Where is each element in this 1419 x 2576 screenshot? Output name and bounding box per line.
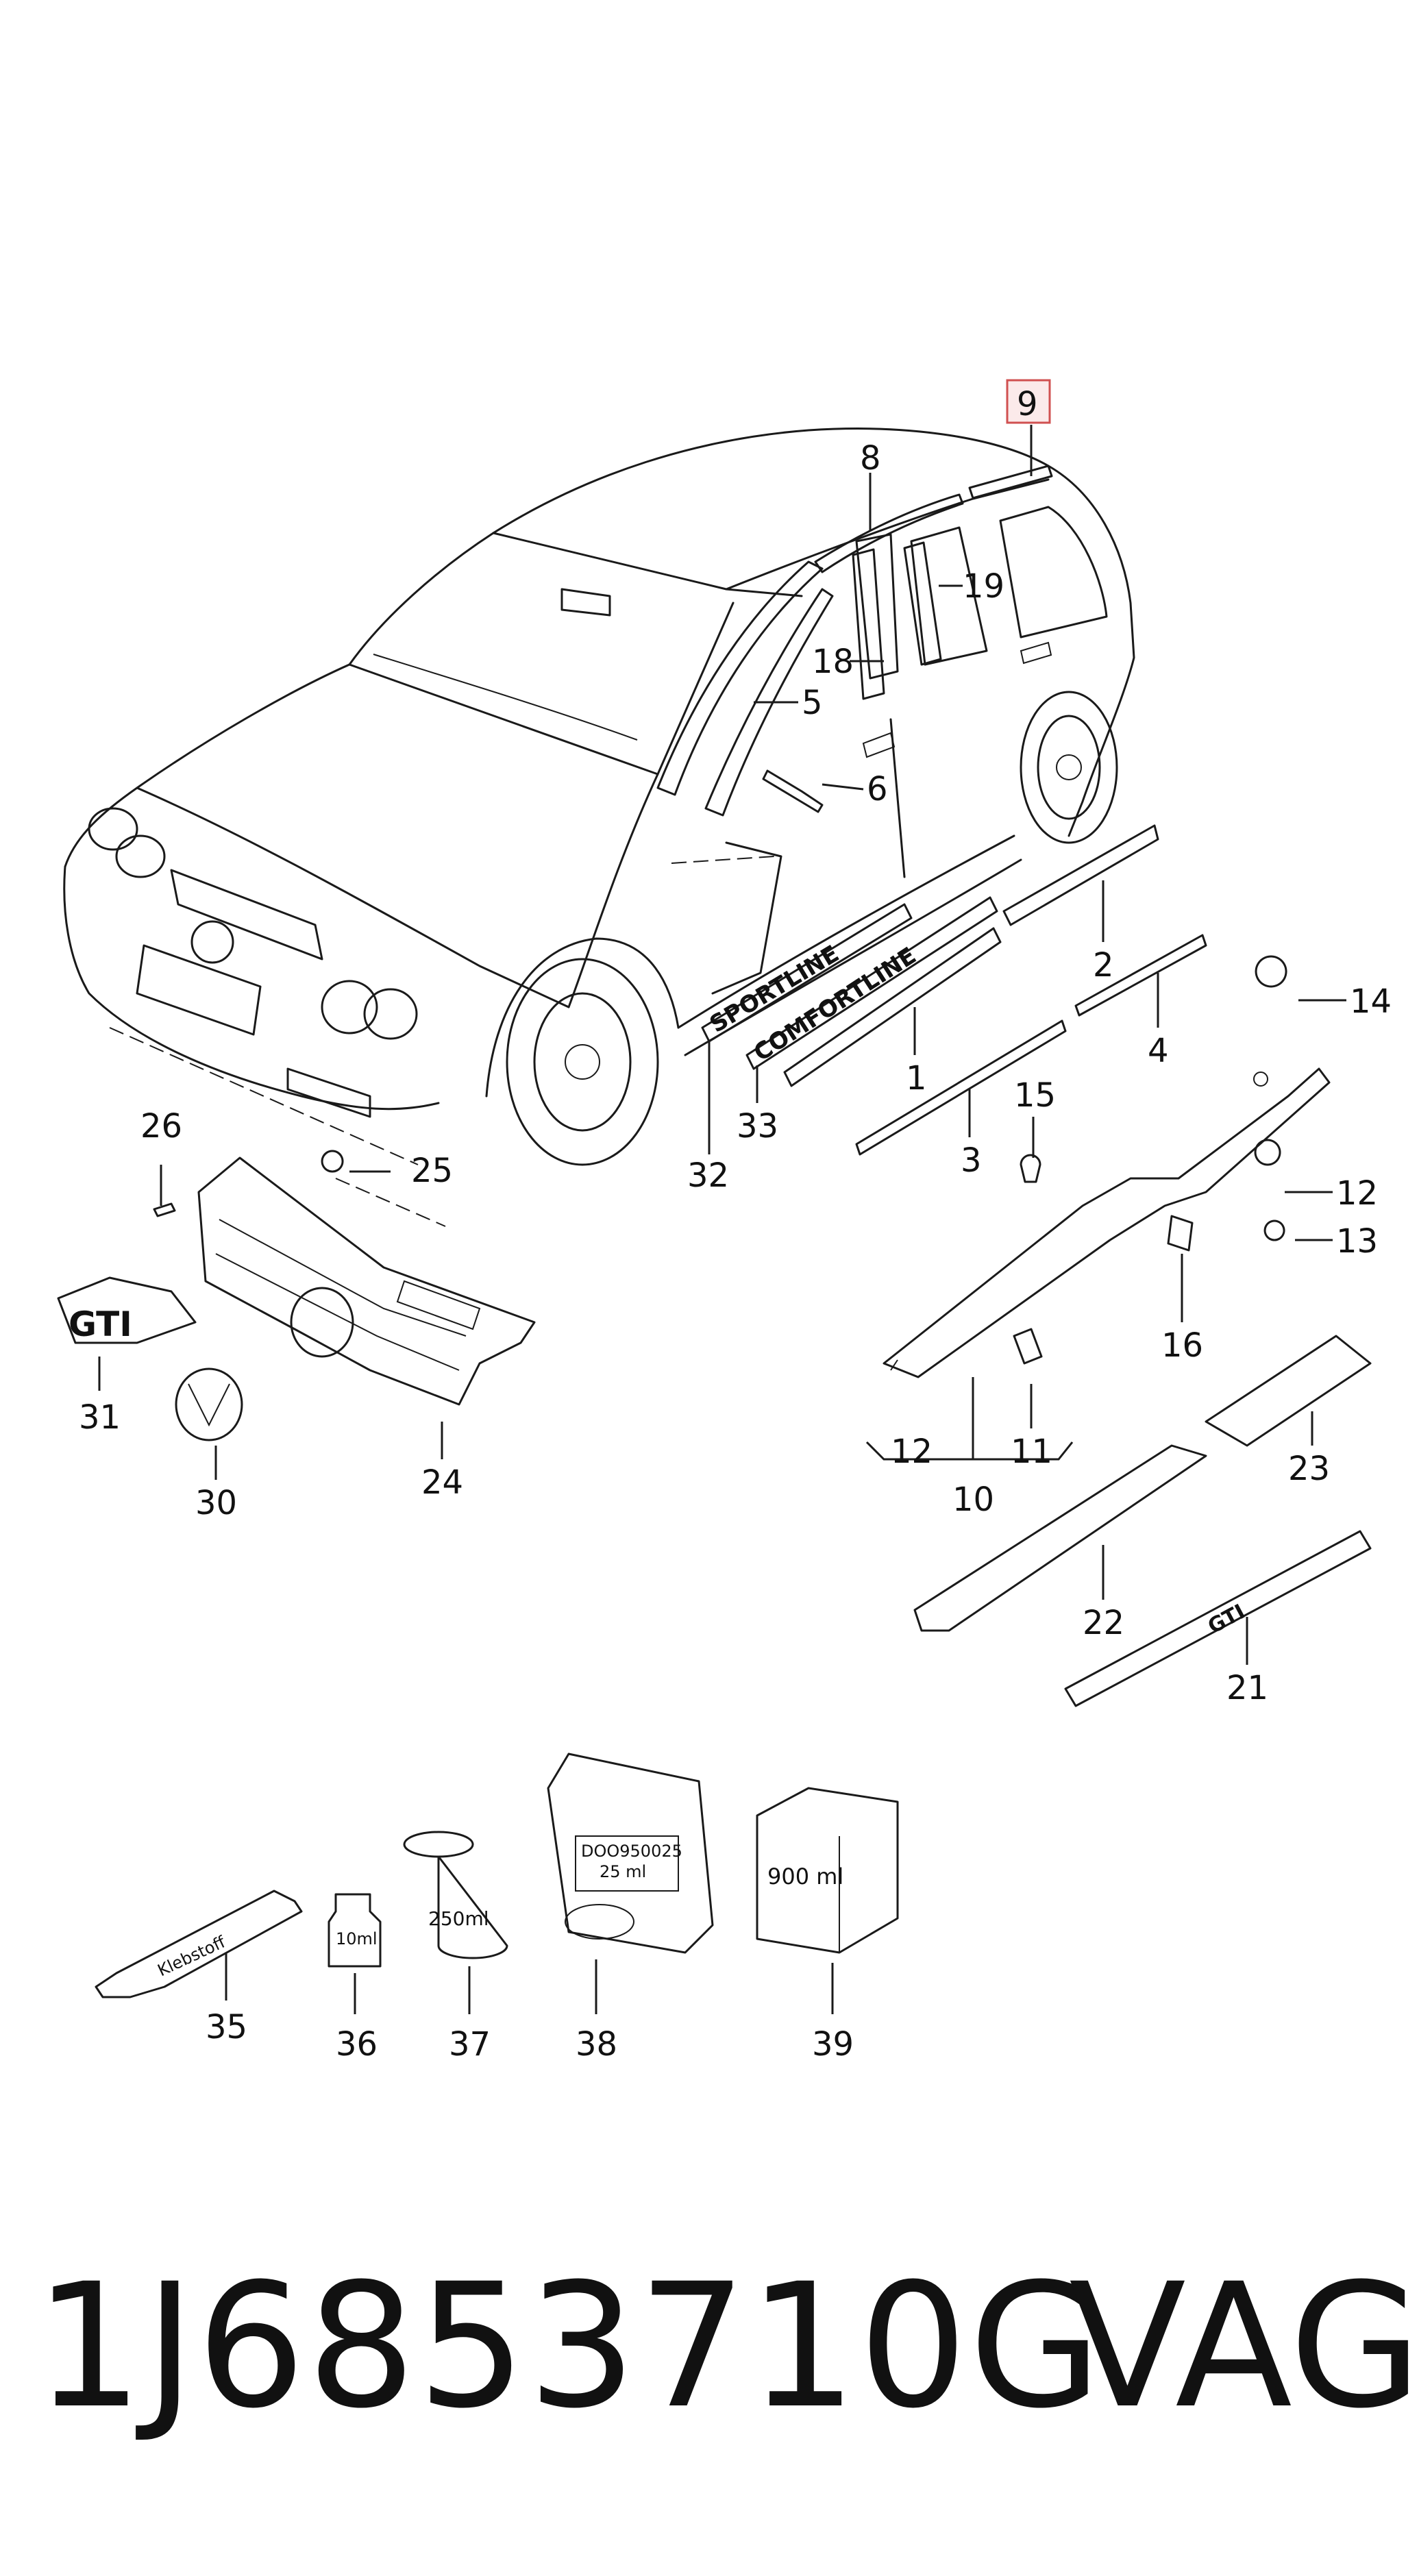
car-illustration [63, 428, 1135, 1166]
callout-numbers: 9 8 19 18 5 6 2 4 1 3 32 33 14 15 12 13 … [79, 379, 1392, 2064]
tube-label: Klebstoff [155, 1932, 229, 1980]
highlight-box [1006, 379, 1051, 424]
part-number: 1J6853710G [34, 2246, 1103, 2446]
callout-26[interactable]: 26 [140, 1107, 182, 1145]
callout-37[interactable]: 37 [449, 2025, 491, 2064]
brand-name: VAG [1069, 2246, 1419, 2446]
callout-35[interactable]: 35 [206, 2008, 247, 2046]
callout-4[interactable]: 4 [1148, 1032, 1169, 1070]
callout-31[interactable]: 31 [79, 1398, 121, 1437]
callout-12b[interactable]: 12 [891, 1433, 933, 1471]
callout-15[interactable]: 15 [1014, 1076, 1056, 1115]
box-39-label: 900 ml [767, 1863, 843, 1890]
callout-22[interactable]: 22 [1083, 1604, 1124, 1642]
callout-14[interactable]: 14 [1350, 982, 1392, 1021]
callout-2[interactable]: 2 [1093, 946, 1114, 984]
callout-8[interactable]: 8 [860, 439, 881, 478]
callout-3[interactable]: 3 [961, 1141, 982, 1180]
gti-badge-text: GTI [69, 1304, 132, 1344]
callout-13[interactable]: 13 [1336, 1222, 1378, 1261]
callout-6[interactable]: 6 [867, 770, 888, 808]
bag-volume: 25 ml [600, 1862, 646, 1881]
callout-39[interactable]: 39 [812, 2025, 854, 2064]
bag-code: DOO950025 [581, 1842, 682, 1861]
callout-18[interactable]: 18 [812, 643, 854, 681]
callout-23[interactable]: 23 [1288, 1450, 1330, 1488]
callout-16[interactable]: 16 [1161, 1326, 1203, 1365]
callout-21[interactable]: 21 [1226, 1669, 1268, 1707]
callout-25[interactable]: 25 [411, 1152, 453, 1190]
callout-24[interactable]: 24 [421, 1463, 463, 1502]
bottle-36-label: 10ml [336, 1929, 378, 1948]
can-37-label: 250ml [428, 1907, 489, 1930]
callout-36[interactable]: 36 [336, 2025, 378, 2064]
scuff-plates: GTI [913, 1335, 1372, 1707]
callout-11[interactable]: 11 [1011, 1433, 1052, 1471]
grille-assembly: GTI [57, 1027, 536, 1441]
callout-30[interactable]: 30 [195, 1484, 237, 1522]
callout-1[interactable]: 1 [906, 1059, 927, 1098]
callout-38[interactable]: 38 [576, 2025, 617, 2064]
callout-5[interactable]: 5 [802, 684, 823, 722]
callout-10[interactable]: 10 [952, 1481, 994, 1519]
consumables: Klebstoff 10ml 250ml DOO950025 25 ml 900… [95, 1753, 899, 1998]
callout-12[interactable]: 12 [1336, 1174, 1378, 1213]
callout-9[interactable]: 9 [1017, 385, 1038, 423]
callout-33[interactable]: 33 [737, 1107, 778, 1145]
callout-32[interactable]: 32 [687, 1156, 729, 1195]
leader-lines [98, 425, 1346, 2014]
callout-19[interactable]: 19 [963, 567, 1004, 606]
sill-trim-assembly [883, 955, 1331, 1378]
